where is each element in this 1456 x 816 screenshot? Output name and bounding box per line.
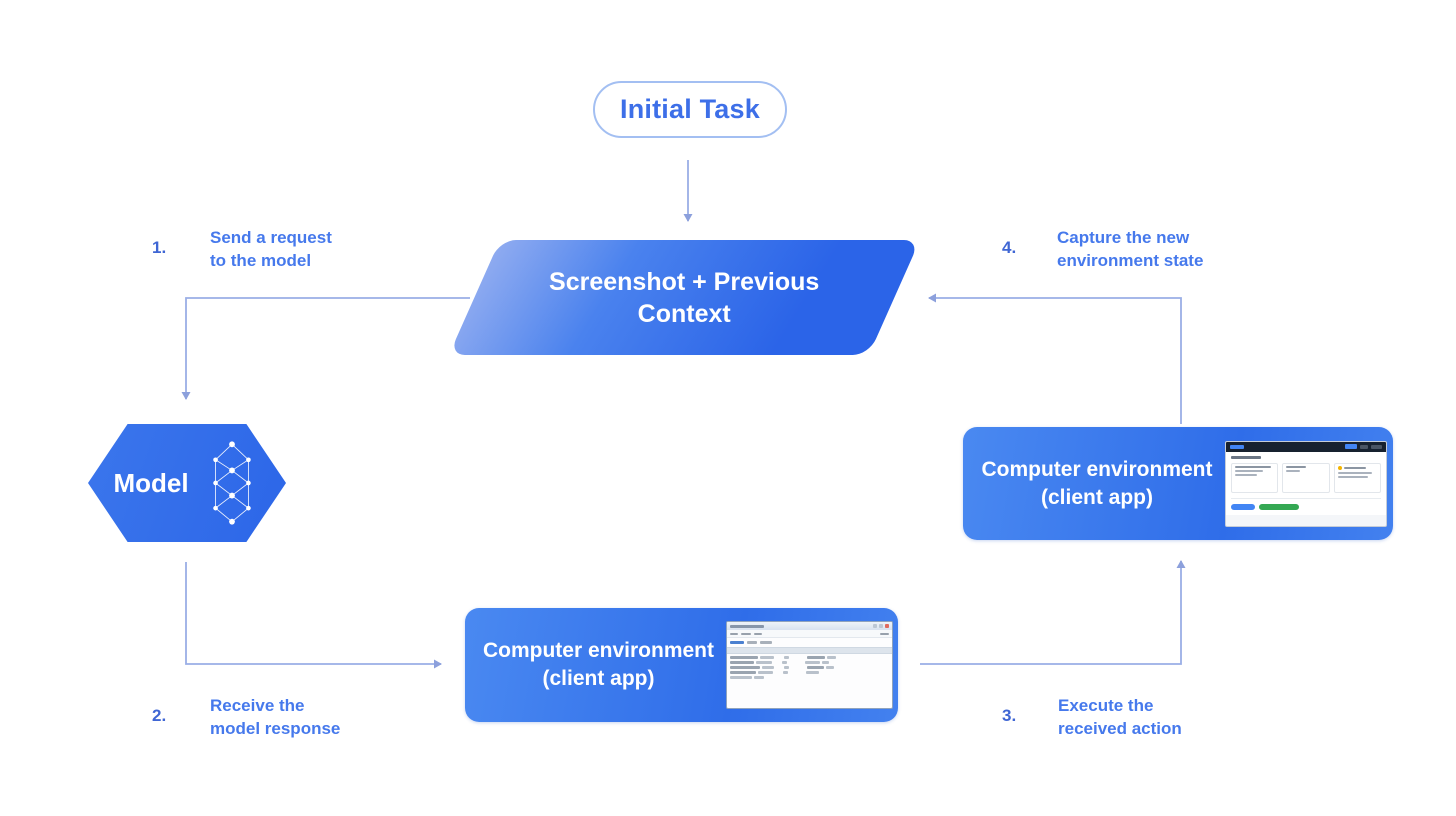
step-4-number: 4.	[1002, 238, 1017, 257]
initial-task-node: Initial Task	[593, 81, 787, 138]
step-4-label: Capture the new environment state	[1057, 228, 1204, 270]
computer-env-bottom-label: Computer environment (client app)	[482, 639, 715, 690]
model-node: Model	[88, 424, 286, 542]
step-2-label: Receive the model response	[210, 696, 341, 738]
initial-task-label: Initial Task	[620, 94, 760, 124]
model-label: Model	[113, 467, 189, 498]
thumbnail-titlebar	[727, 622, 892, 630]
connector-env-bottom-to-env-right	[920, 560, 1186, 665]
app-window-thumbnail	[726, 621, 893, 709]
step-1-number: 1.	[152, 238, 167, 257]
step-2-number: 2.	[152, 706, 167, 725]
step-3-number: 3.	[1002, 706, 1017, 725]
connector-env-right-to-context	[928, 293, 1182, 424]
computer-env-right-label: Computer environment (client app)	[981, 457, 1213, 509]
thumbnail-blue-button	[1231, 503, 1255, 510]
neural-network-icon	[212, 441, 251, 525]
connector-model-to-env-bottom	[185, 562, 442, 669]
thumbnail-navbar	[1226, 441, 1386, 452]
thumbnail-green-progress	[1259, 503, 1299, 510]
web-app-thumbnail	[1225, 440, 1387, 527]
computer-env-bottom-node: Computer environment (client app)	[465, 608, 898, 722]
connector-context-to-model	[181, 297, 470, 400]
screenshot-context-label: Screenshot + Previous Context	[549, 267, 820, 328]
step-1-label: Send a request to the model	[210, 228, 332, 270]
computer-env-right-node: Computer environment (client app)	[963, 427, 1393, 540]
step-3-label: Execute the received action	[1058, 696, 1182, 738]
screenshot-context-node: Screenshot + Previous Context	[448, 240, 920, 355]
